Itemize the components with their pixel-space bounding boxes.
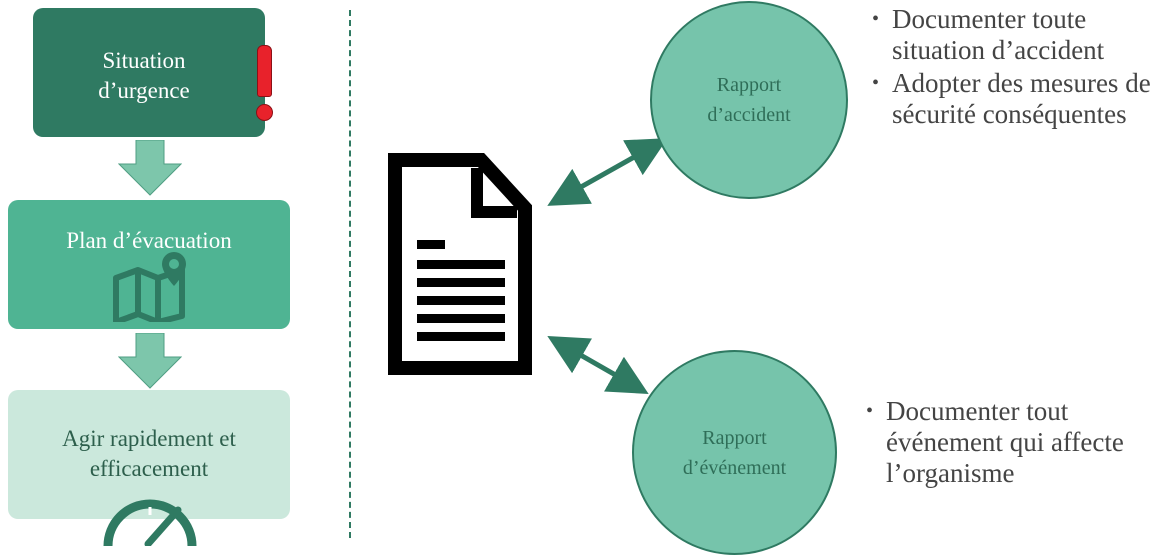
list-item: Adopter des mesures de sécurité conséque… <box>872 68 1164 130</box>
dashed-divider <box>349 10 351 538</box>
list-item: Documenter tout événement qui affecte l’… <box>866 396 1164 489</box>
event-report-circle: Rapport d’événement <box>632 350 837 555</box>
step-evacuation-box: Plan d’évacuation <box>8 200 290 329</box>
arrow-to-accident-report <box>547 138 668 206</box>
accident-report-circle: Rapport d’accident <box>650 1 848 199</box>
step-emergency-box: Situation d’urgence <box>33 8 273 137</box>
speedometer-icon <box>103 499 197 546</box>
list-item: Documenter toute situation d’accident <box>872 4 1164 66</box>
arrow-to-event-report <box>547 336 649 394</box>
step-act-label: Agir rapidement et efficacement <box>62 426 236 481</box>
step-act-box: Agir rapidement et efficacement <box>8 390 290 519</box>
step-evacuation-label: Plan d’évacuation <box>66 228 232 253</box>
event-report-label: Rapport d’événement <box>682 426 787 479</box>
document-icon <box>388 153 532 375</box>
step-emergency-label: Situation d’urgence <box>98 48 190 103</box>
accident-bullet-list: Documenter toute situation d’accident Ad… <box>872 4 1164 132</box>
down-arrow-icon <box>118 333 182 389</box>
accident-report-label: Rapport d’accident <box>707 74 791 126</box>
event-bullet-list: Documenter tout événement qui affecte l’… <box>866 396 1164 491</box>
map-icon <box>113 252 186 322</box>
down-arrow-icon <box>118 140 182 196</box>
